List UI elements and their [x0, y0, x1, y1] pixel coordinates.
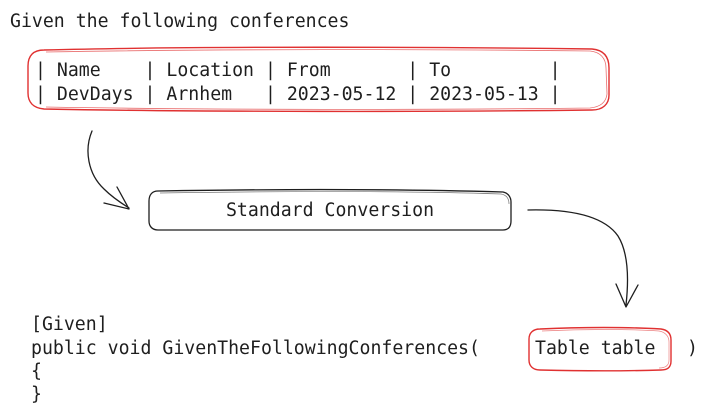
arrow-conversion-to-parameter: [527, 209, 629, 306]
conversion-label: Standard Conversion: [225, 200, 435, 221]
arrow-table-to-conversion: [87, 130, 130, 209]
code-parameter: Table table: [535, 338, 656, 359]
table-highlight-box: [27, 46, 610, 113]
code-open-brace: {: [31, 361, 42, 382]
arrowhead-2: [615, 283, 639, 308]
table-data-row: | DevDays | Arnhem | 2023-05-12 | 2023-0…: [35, 84, 561, 105]
arrowhead-1: [103, 186, 130, 210]
code-signature: public void GivenTheFollowingConferences…: [31, 338, 480, 359]
parameter-highlight-box: [528, 326, 672, 372]
conversion-box: [148, 188, 512, 232]
heading: Given the following conferences: [10, 11, 350, 32]
code-close-brace: }: [31, 384, 42, 405]
table-header-row: | Name | Location | From | To |: [35, 60, 561, 81]
code-signature-close: ): [687, 338, 698, 359]
code-attribute: [Given]: [31, 314, 108, 335]
